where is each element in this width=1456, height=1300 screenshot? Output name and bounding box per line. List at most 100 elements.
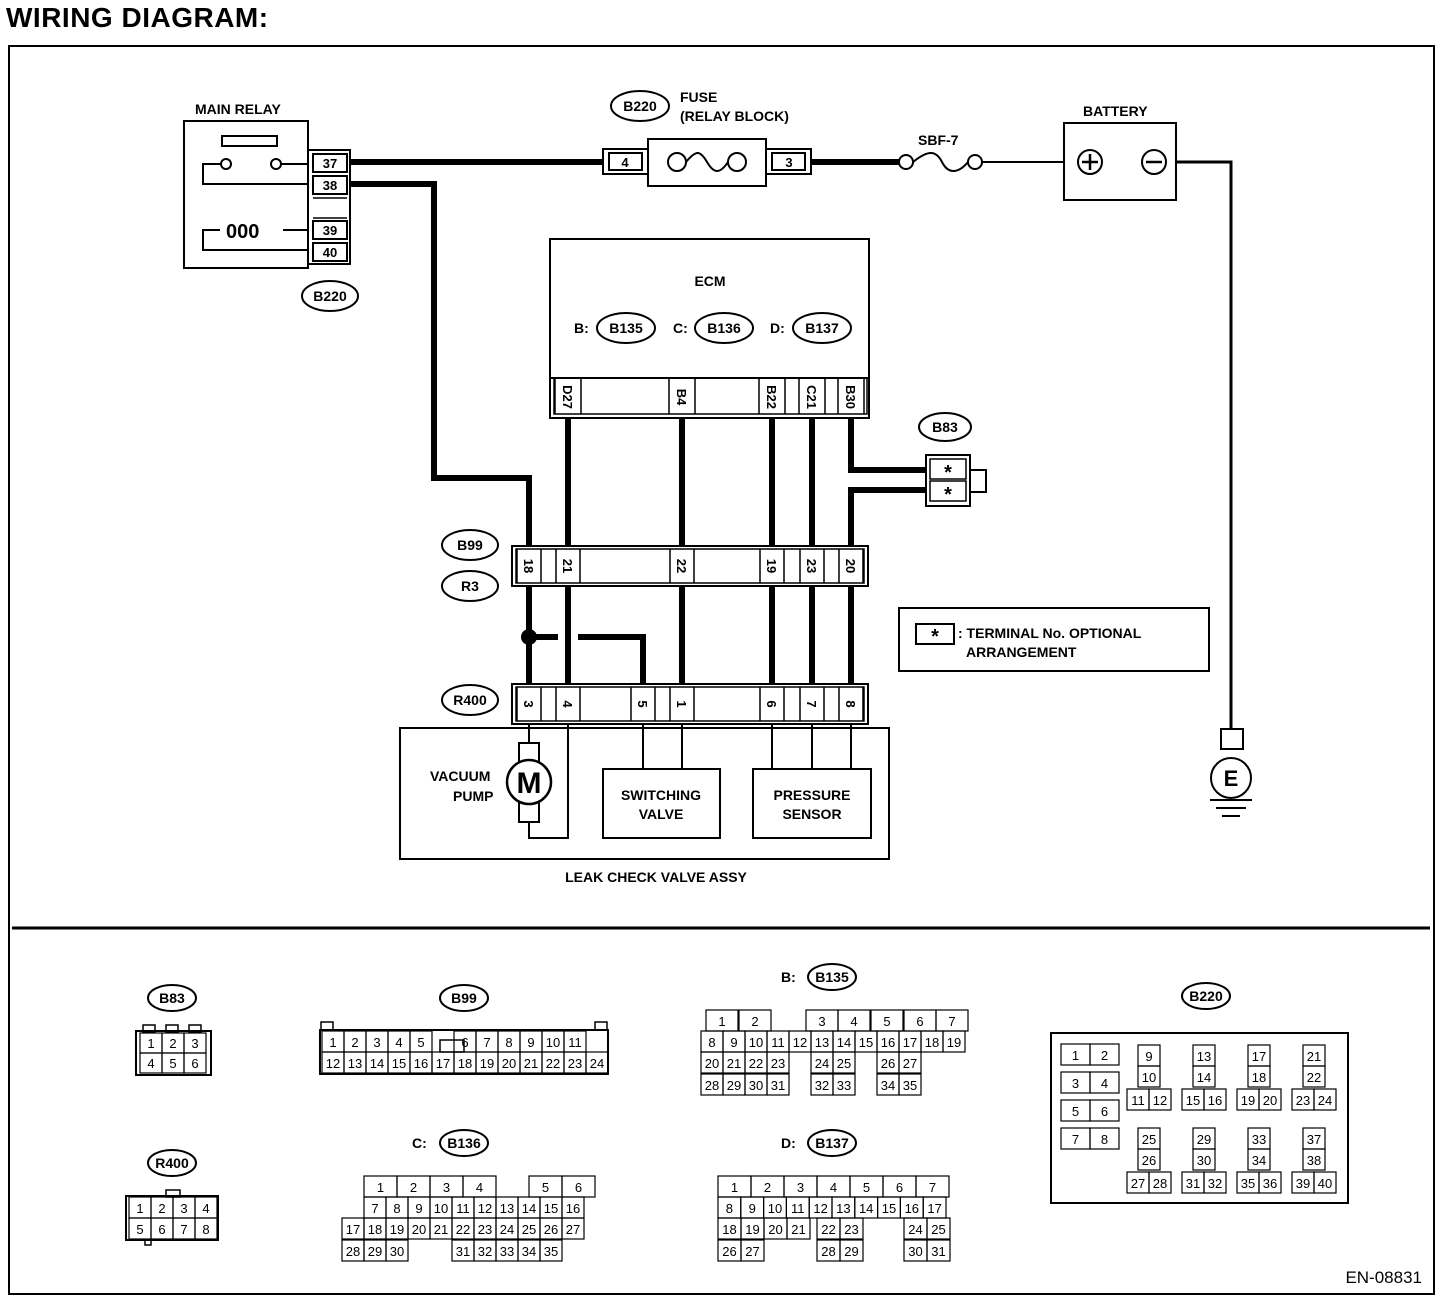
ecm-pin: B4 <box>674 389 689 406</box>
view-b135-pin: 21 <box>727 1056 741 1071</box>
view-b220-pin: 24 <box>1318 1093 1332 1108</box>
view-b99-pin: 4 <box>395 1035 402 1050</box>
sbf-label: SBF-7 <box>918 132 959 148</box>
view-b135-pin: 15 <box>859 1035 873 1050</box>
r400-pin: 7 <box>804 700 819 707</box>
ecm-d-prefix: D: <box>770 320 785 336</box>
fuse-pin-4: 4 <box>621 155 629 170</box>
view-b220-pin: 19 <box>1241 1093 1255 1108</box>
view-b99-pin: 7 <box>483 1035 490 1050</box>
view-b220-pin: 17 <box>1252 1049 1266 1064</box>
relay-pin-37: 37 <box>323 156 337 171</box>
view-b99-pin: 22 <box>546 1056 560 1071</box>
view-b137-pin: 8 <box>726 1201 733 1216</box>
view-b135-pin: 32 <box>815 1078 829 1093</box>
view-b220-pin: 33 <box>1252 1132 1266 1147</box>
view-b220-pin: 21 <box>1307 1049 1321 1064</box>
view-b135-pin: 9 <box>730 1035 737 1050</box>
assembly-label: LEAK CHECK VALVE ASSY <box>565 869 747 885</box>
connector-b83-inline: B83 * * <box>918 412 987 507</box>
view-b220-pin: 40 <box>1318 1176 1332 1191</box>
view-b220-pin: 32 <box>1208 1176 1222 1191</box>
view-b220-pin: 18 <box>1252 1070 1266 1085</box>
view-b137-pin: 26 <box>722 1244 736 1259</box>
view-b99-pin: 13 <box>348 1056 362 1071</box>
view-b135-pin: 3 <box>818 1014 825 1029</box>
view-b83-pin: 6 <box>191 1056 198 1071</box>
view-b136-pin: 10 <box>434 1201 448 1216</box>
view-b135-pin: 5 <box>883 1014 890 1029</box>
view-b136-pin: 32 <box>478 1244 492 1259</box>
view-b136-pin: 13 <box>500 1201 514 1216</box>
view-b137-pin: 1 <box>731 1180 738 1195</box>
view-b220-pin: 10 <box>1142 1070 1156 1085</box>
view-b220-pin: 26 <box>1142 1153 1156 1168</box>
view-b137-pin: 15 <box>882 1201 896 1216</box>
ground-e: E <box>1210 728 1252 817</box>
view-b136-pin: 31 <box>456 1244 470 1259</box>
view-b137-pin: 3 <box>797 1180 804 1195</box>
r400-pin: 8 <box>843 700 858 707</box>
view-b99-pin: 9 <box>527 1035 534 1050</box>
view-b99-pin: 20 <box>502 1056 516 1071</box>
view-b220-label: B220 <box>1189 988 1223 1004</box>
view-b83-pin: 4 <box>147 1056 154 1071</box>
view-b137-pin: 29 <box>844 1244 858 1259</box>
view-b135-pin: 33 <box>837 1078 851 1093</box>
ecm-pin: D27 <box>560 385 575 409</box>
view-b135-pin: 28 <box>705 1078 719 1093</box>
page-title: WIRING DIAGRAM: <box>6 2 269 33</box>
view-b135-pin: 7 <box>948 1014 955 1029</box>
legend: * : TERMINAL No. OPTIONAL ARRANGEMENT <box>898 607 1210 672</box>
view-b135-pin: 23 <box>771 1056 785 1071</box>
view-b137-pin: 5 <box>863 1180 870 1195</box>
pressure-sensor-label-1: PRESSURE <box>773 787 850 803</box>
view-b83-pin: 2 <box>169 1036 176 1051</box>
r3-label: R3 <box>461 578 479 594</box>
view-b220-pin: 25 <box>1142 1132 1156 1147</box>
view-b220-pin: 1 <box>1072 1048 1079 1063</box>
view-b135-pin: 30 <box>749 1078 763 1093</box>
legend-line2: ARRANGEMENT <box>966 644 1077 660</box>
relay-coil: 000 <box>226 221 259 243</box>
wire-battery-ground <box>1176 160 1233 729</box>
figure-id: EN-08831 <box>1345 1268 1422 1287</box>
view-b135-pin: 8 <box>708 1035 715 1050</box>
view-b135-pin: 35 <box>903 1078 917 1093</box>
battery: BATTERY <box>1063 103 1177 201</box>
view-b83-label: B83 <box>159 990 185 1006</box>
view-b135-pin: 34 <box>881 1078 895 1093</box>
view-b137-pin: 27 <box>745 1244 759 1259</box>
view-b220-pin: 2 <box>1101 1048 1108 1063</box>
wire-b83-b99-20 <box>848 487 926 546</box>
main-relay-connector-id: B220 <box>313 288 347 304</box>
fuse-element <box>685 152 729 172</box>
view-b220-pin: 27 <box>1131 1176 1145 1191</box>
view-b99-pin: 23 <box>568 1056 582 1071</box>
view-b137-pin: 14 <box>859 1201 873 1216</box>
view-b220-pin: 3 <box>1072 1076 1079 1091</box>
view-b220-pin: 30 <box>1197 1153 1211 1168</box>
view-b136-pin: 30 <box>390 1244 404 1259</box>
view-b136-pin: 26 <box>544 1222 558 1237</box>
r400-pin: 1 <box>674 700 689 707</box>
switching-valve-label-1: SWITCHING <box>621 787 701 803</box>
ecm-pin: C21 <box>804 385 819 409</box>
view-b137-pin: 10 <box>768 1201 782 1216</box>
view-b99-pin: 1 <box>329 1035 336 1050</box>
view-b137-pin: 28 <box>821 1244 835 1259</box>
b99-pin: 18 <box>521 559 536 573</box>
view-b136-pin: 27 <box>566 1222 580 1237</box>
view-b220-pin: 6 <box>1101 1104 1108 1119</box>
view-b137-pin: 18 <box>722 1222 736 1237</box>
view-b136-pin: 23 <box>478 1222 492 1237</box>
view-b136-pin: 14 <box>522 1201 536 1216</box>
ecm-pin: B22 <box>764 385 779 409</box>
view-r400-pin: 1 <box>136 1201 143 1216</box>
view-b137-pin: 31 <box>931 1244 945 1259</box>
ecm-pin: B30 <box>843 385 858 409</box>
view-b136-pin: 17 <box>346 1222 360 1237</box>
view-b135-label: B135 <box>815 969 849 985</box>
